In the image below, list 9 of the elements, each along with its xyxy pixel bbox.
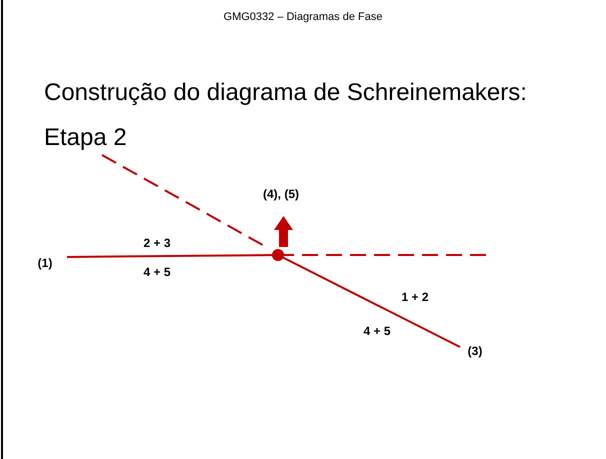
slide-title: Construção do diagrama de Schreinemakers: Etapa 2 <box>44 78 528 153</box>
assemblage-label: 4 + 5 <box>363 325 391 337</box>
assemblage-label: 2 + 3 <box>143 237 171 249</box>
phase-label: (4), (5) <box>263 188 299 200</box>
curve-label: (3) <box>468 345 482 357</box>
assemblage-label: 1 + 2 <box>401 291 429 303</box>
curve-label: (1) <box>38 257 52 269</box>
header-text: GMG0332 – Diagramas de Fase <box>224 11 382 23</box>
assemblage-label: 4 + 5 <box>143 266 171 278</box>
